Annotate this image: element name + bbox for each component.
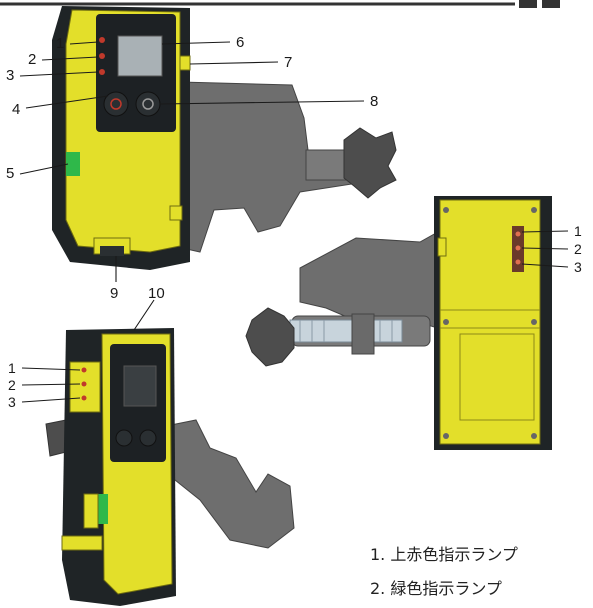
callout-1: 1 bbox=[56, 35, 64, 52]
mode-button bbox=[135, 91, 161, 117]
side-callouts: 10 1 2 3 bbox=[8, 285, 165, 410]
front-view: 1 2 3 4 5 6 7 8 9 bbox=[6, 6, 397, 302]
top-border bbox=[0, 0, 560, 8]
callout-4: 4 bbox=[12, 101, 20, 118]
side-callout-3: 3 bbox=[8, 394, 16, 410]
led-top-red bbox=[99, 37, 105, 43]
side-callout-1: 1 bbox=[8, 360, 16, 376]
front-callouts: 1 2 3 4 5 6 7 8 9 bbox=[6, 34, 378, 302]
callout-2: 2 bbox=[28, 51, 36, 68]
side-view: 10 1 2 3 bbox=[8, 285, 295, 606]
callout-3: 3 bbox=[6, 67, 14, 84]
back-callout-2: 2 bbox=[574, 241, 582, 257]
led-green bbox=[99, 53, 105, 59]
back-view: 1 2 3 bbox=[245, 196, 582, 450]
callout-8: 8 bbox=[370, 93, 378, 110]
back-callouts: 1 2 3 bbox=[521, 223, 582, 275]
back-clamp bbox=[245, 231, 521, 367]
callout-7: 7 bbox=[284, 54, 292, 71]
callout-9: 9 bbox=[110, 285, 118, 302]
back-clamp-screw bbox=[289, 319, 403, 343]
led-bottom-red bbox=[99, 69, 105, 75]
side-receiver-body bbox=[61, 328, 176, 606]
power-button bbox=[103, 91, 129, 117]
callout-5: 5 bbox=[6, 165, 14, 182]
legend-item-2: 2. 緑色指示ランプ bbox=[370, 579, 502, 598]
legend-item-1: 1. 上赤色指示ランプ bbox=[370, 545, 518, 564]
callout-10: 10 bbox=[148, 285, 165, 302]
legend: 1. 上赤色指示ランプ 2. 緑色指示ランプ bbox=[370, 545, 518, 598]
side-clamp bbox=[45, 419, 295, 549]
side-callout-2: 2 bbox=[8, 377, 16, 393]
front-receiver-body bbox=[52, 6, 191, 270]
back-callout-3: 3 bbox=[574, 259, 582, 275]
green-side-window bbox=[66, 152, 80, 176]
callout-6: 6 bbox=[236, 34, 244, 51]
back-receiver-body bbox=[434, 196, 552, 450]
back-callout-1: 1 bbox=[574, 223, 582, 239]
front-clamp bbox=[179, 81, 397, 253]
